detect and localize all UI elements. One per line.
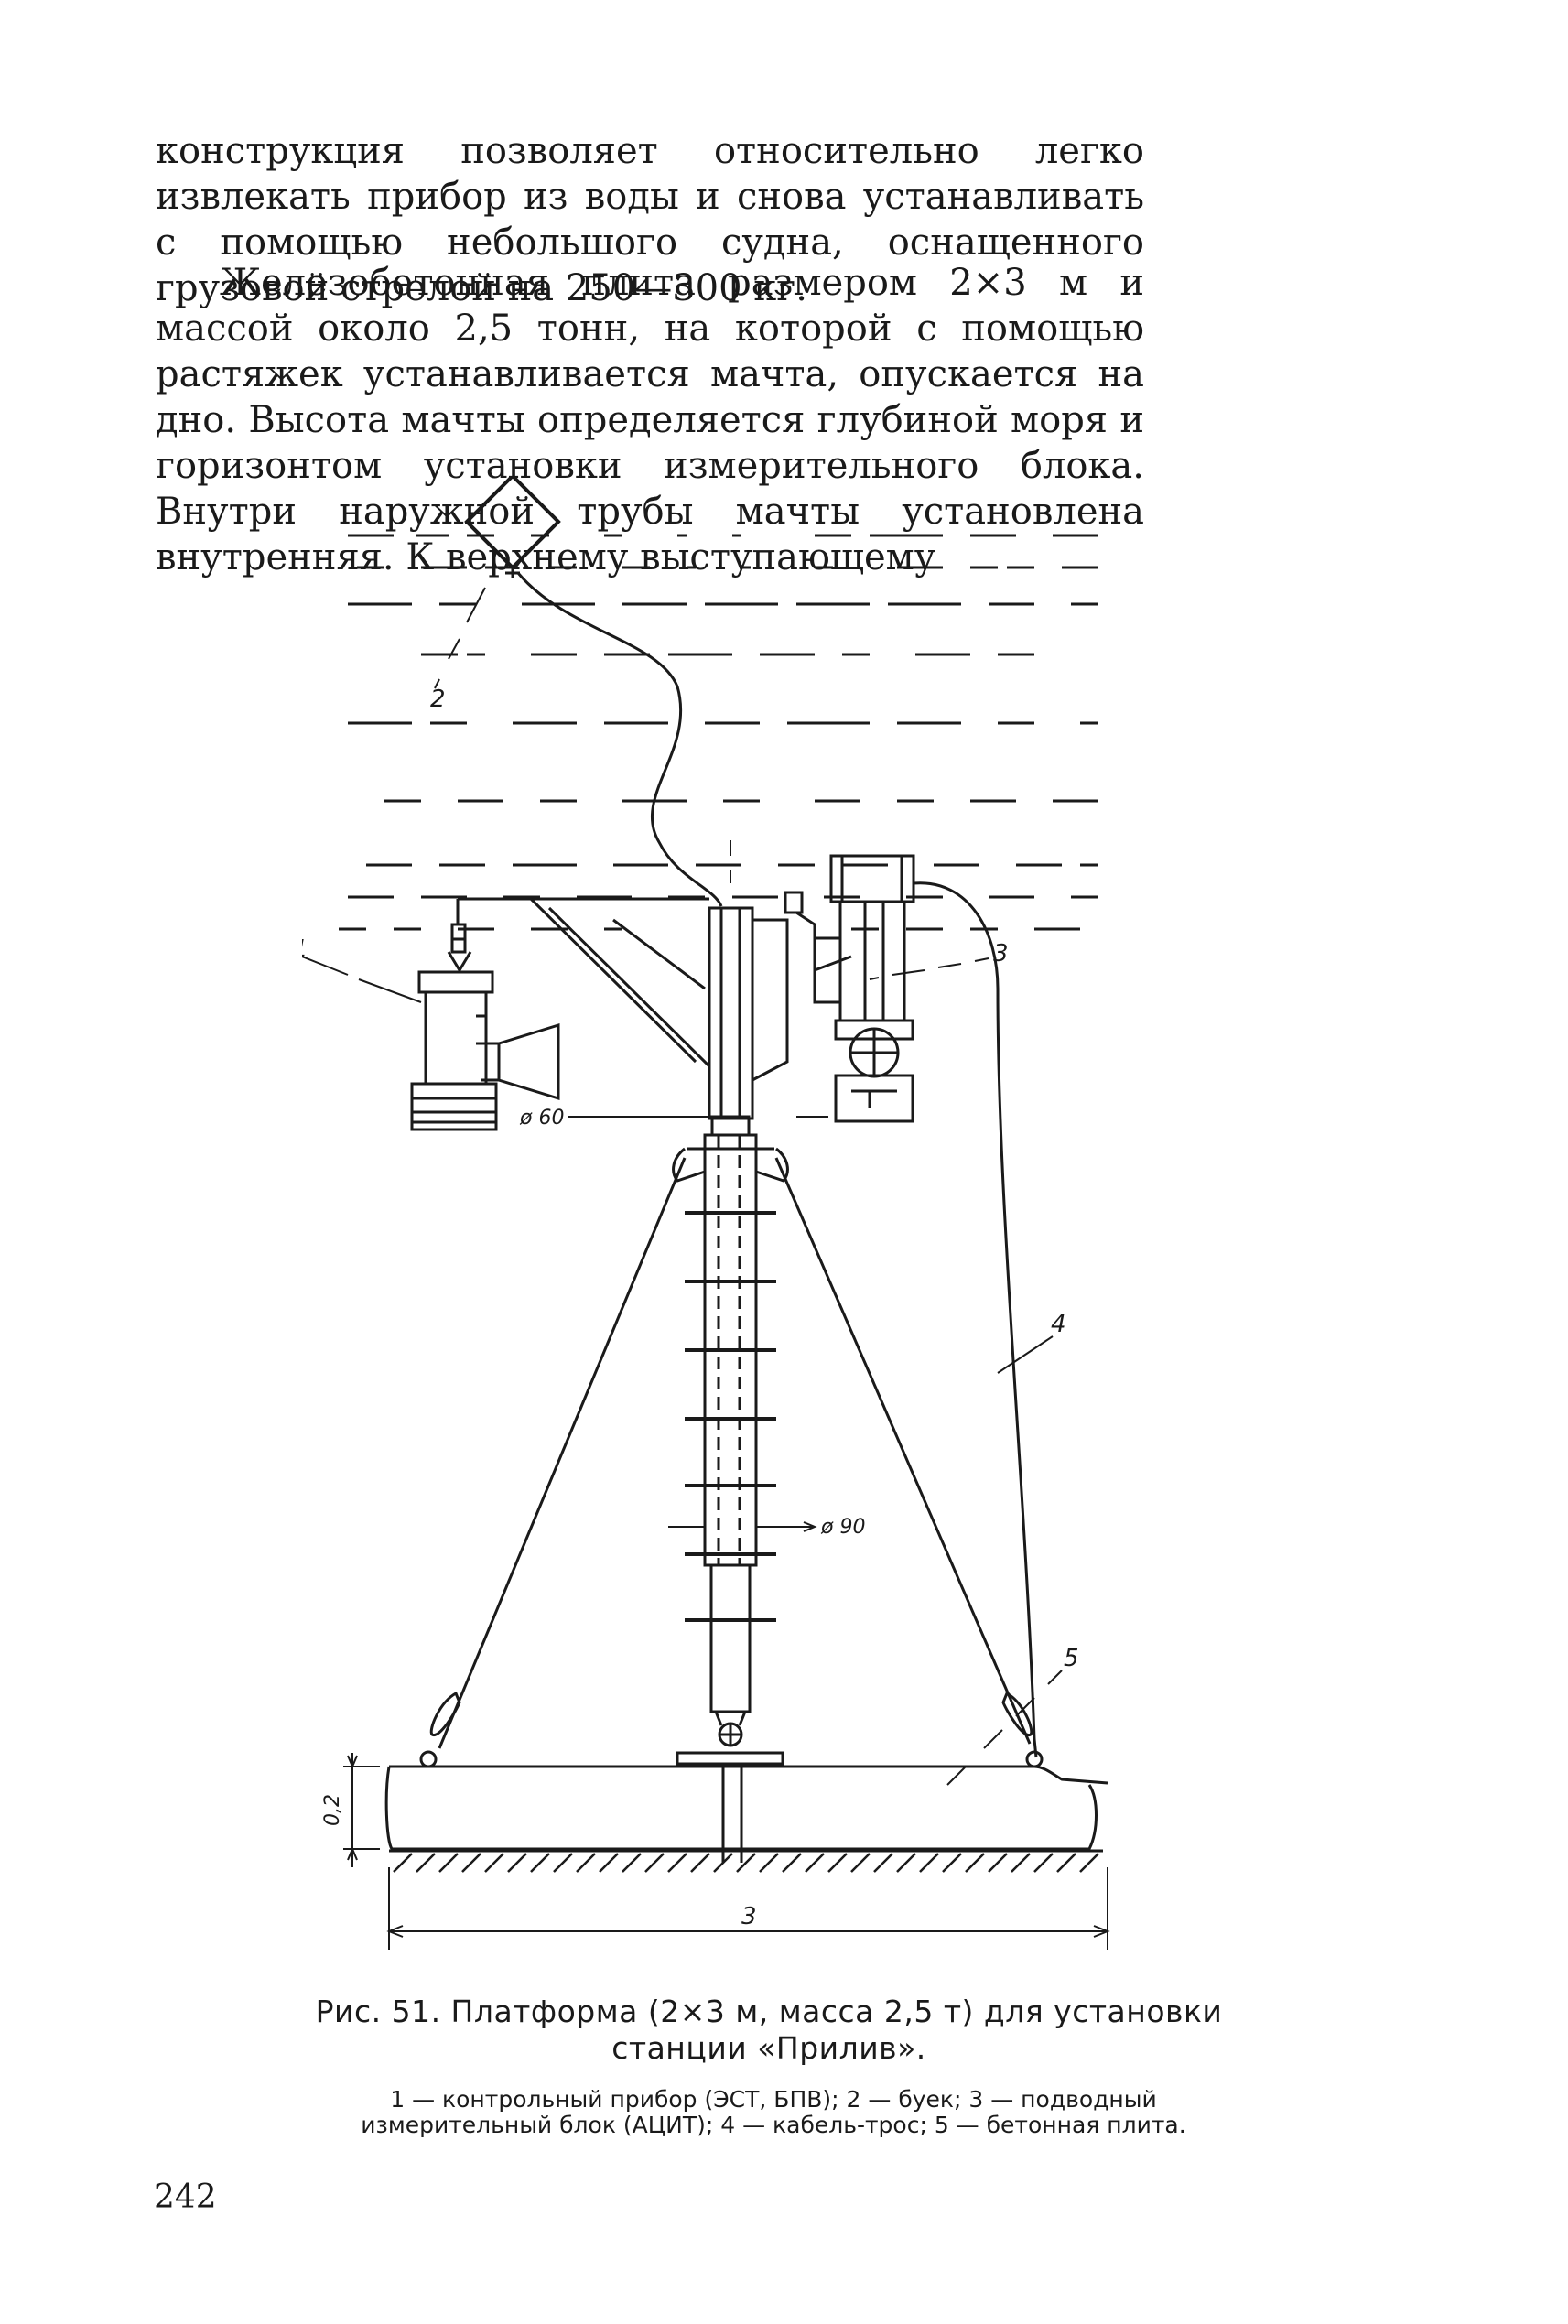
label-width-3: 3 — [741, 1903, 757, 1930]
paragraph-2: Железобетонная плита размером 2×3 м и ма… — [156, 262, 1144, 578]
mast — [672, 906, 789, 1863]
measuring-unit-3-icon — [752, 854, 915, 1123]
figure-caption-legend: 1 — контрольный прибор (ЭСТ, БПВ); 2 — б… — [361, 2086, 1186, 2138]
label-4: 4 — [1051, 1311, 1066, 1338]
instrument-1-arm — [447, 897, 711, 1068]
instrument-1-icon — [410, 970, 560, 1131]
figure-51-diagram: 1 2 3 4 5 ø 60 ø 90 0,2 3 — [302, 476, 1110, 1950]
label-height-0-2: 0,2 — [321, 1794, 344, 1826]
label-3: 3 — [993, 940, 1009, 967]
concrete-plate-5 — [384, 1765, 1108, 1851]
label-2: 2 — [430, 686, 446, 713]
figure-caption-title: Рис. 51. Платформа (2×3 м, масса 2,5 т) … — [315, 1994, 1223, 2066]
guy-wire-left — [438, 1157, 687, 1749]
label-diameter-90: ø 90 — [820, 1516, 865, 1539]
page-number: 242 — [154, 2178, 217, 2216]
cable-rope-4 — [913, 881, 1038, 1758]
label-5: 5 — [1064, 1645, 1079, 1672]
buoy-tether — [516, 572, 723, 907]
label-diameter-60: ø 60 — [519, 1107, 564, 1130]
guy-wire-right — [774, 1157, 1032, 1745]
water-lines — [339, 534, 1098, 931]
buoy-icon — [464, 476, 561, 570]
label-1: 1 — [302, 935, 308, 963]
paragraph-1: конструкция позволяет относительно легко… — [156, 130, 1144, 309]
